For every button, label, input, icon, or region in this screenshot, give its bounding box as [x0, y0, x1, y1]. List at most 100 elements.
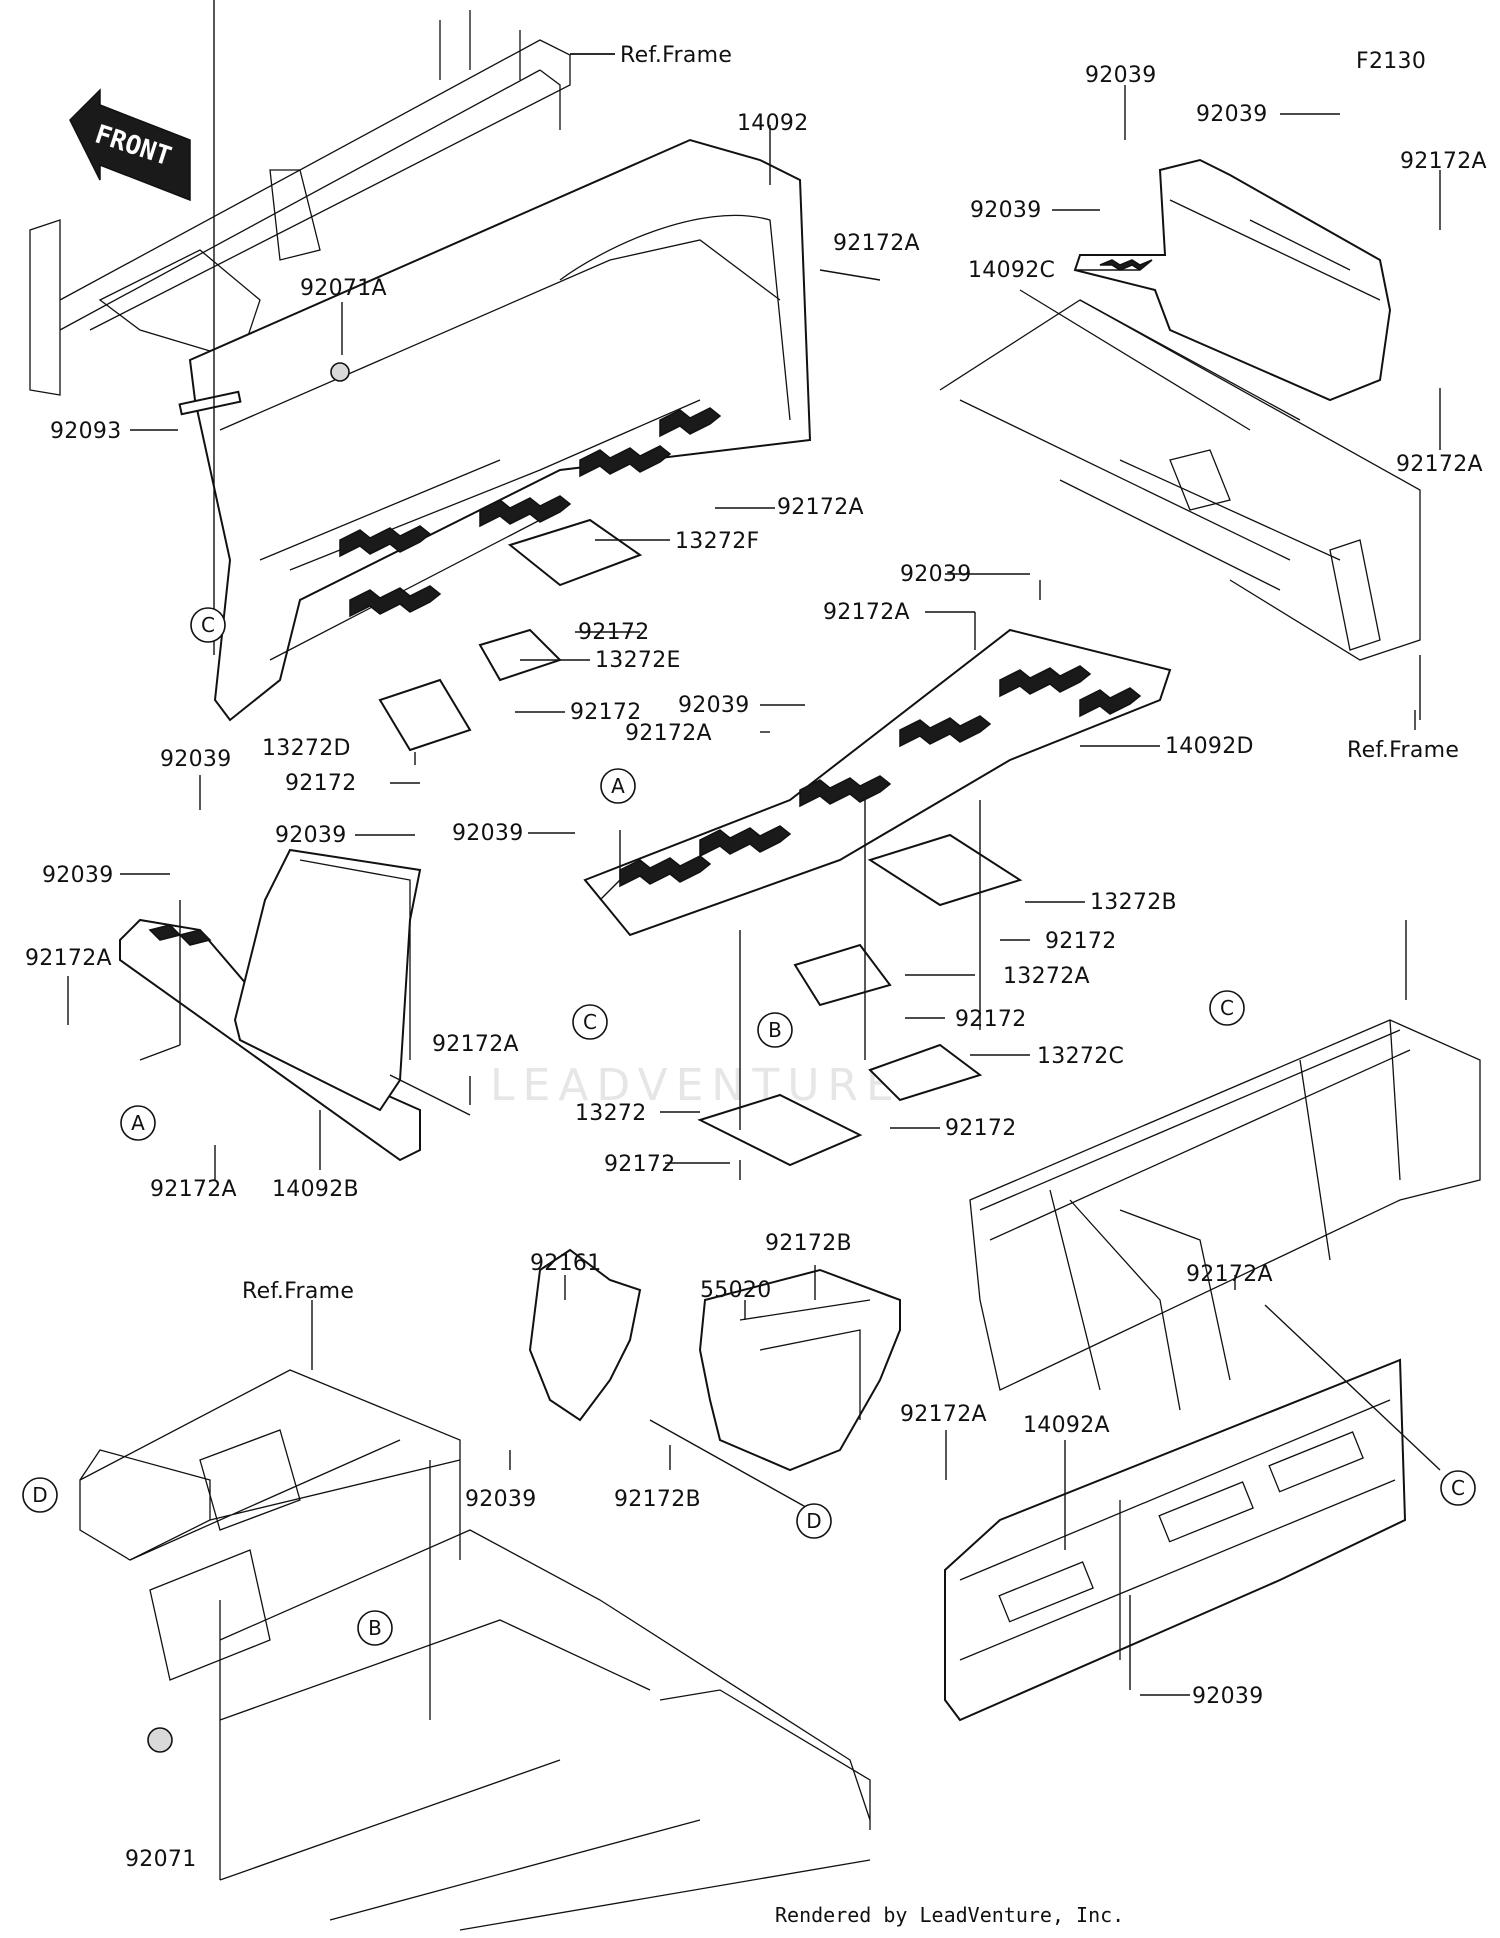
label-92172a-mid1: 92172A	[823, 600, 910, 625]
label-92039-left1: 92039	[160, 747, 232, 772]
label-92172b-2: 92172B	[614, 1487, 701, 1512]
svg-text:B: B	[768, 1018, 782, 1042]
label-92172a-top2: 92172A	[1396, 452, 1483, 477]
label-92172-5: 92172	[955, 1007, 1027, 1032]
label-92172-1: 92172	[578, 620, 650, 645]
label-14092a: 14092A	[1023, 1413, 1110, 1438]
part-92161	[528, 1248, 642, 1422]
svg-text:D: D	[32, 1483, 47, 1507]
svg-text:C: C	[1451, 1476, 1465, 1500]
label-14092c: 14092C	[968, 258, 1055, 283]
label-92172-2: 92172	[570, 700, 642, 725]
label-92172-4: 92172	[1045, 929, 1117, 954]
callout-c-1: C	[190, 607, 226, 643]
label-13272c: 13272C	[1037, 1044, 1124, 1069]
callout-b-2: B	[357, 1610, 393, 1646]
label-92039-left2: 92039	[275, 823, 347, 848]
label-92071: 92071	[125, 1847, 197, 1872]
front-panel-14092	[188, 138, 812, 722]
plate-13272f	[507, 518, 643, 587]
grommet-92071a-icon	[330, 362, 350, 382]
label-92039-mid1: 92039	[900, 562, 972, 587]
strip-92093	[178, 390, 242, 416]
svg-text:B: B	[368, 1616, 382, 1640]
label-92039-b1: 92039	[465, 1487, 537, 1512]
label-92172b-1: 92172B	[765, 1231, 852, 1256]
label-13272b: 13272B	[1090, 890, 1177, 915]
label-14092: 14092	[737, 111, 809, 136]
callout-a-2: A	[120, 1105, 156, 1141]
plate-13272d	[378, 678, 472, 752]
label-92172a-2: 92172A	[777, 495, 864, 520]
leaders-middle	[528, 573, 1160, 1180]
svg-text:C: C	[583, 1010, 597, 1034]
watermark: LEADVENTURE	[490, 1060, 902, 1111]
footer-credit: Rendered by LeadVenture, Inc.	[775, 1903, 1124, 1927]
label-92172-3: 92172	[285, 771, 357, 796]
svg-text:C: C	[201, 613, 215, 637]
label-92039-top2: 92039	[1196, 102, 1268, 127]
label-92172a-left2: 92172A	[432, 1032, 519, 1057]
svg-text:C: C	[1220, 996, 1234, 1020]
svg-text:A: A	[131, 1111, 145, 1135]
label-92039-r: 92039	[1192, 1684, 1264, 1709]
bottom-left-frame	[79, 1369, 871, 1931]
label-ref-frame-2: Ref.Frame	[1347, 738, 1459, 763]
label-92039-left3: 92039	[42, 863, 114, 888]
floor-mat-14092d-pattern	[619, 665, 1142, 888]
front-arrow-icon: FRONT	[69, 88, 191, 202]
svg-text:D: D	[806, 1509, 821, 1533]
floor-mat-14092d	[583, 628, 1172, 937]
plate-13272e	[478, 628, 562, 682]
leaders-top-right	[1052, 85, 1441, 720]
label-92071a: 92071A	[300, 276, 387, 301]
callout-a-1: A	[600, 768, 636, 804]
label-13272d: 13272D	[262, 736, 351, 761]
label-92172a-r2: 92172A	[900, 1402, 987, 1427]
label-14092d: 14092D	[1165, 734, 1254, 759]
label-92172a-top: 92172A	[1400, 149, 1487, 174]
label-92039-mid3: 92039	[452, 821, 524, 846]
label-13272e: 13272E	[595, 648, 681, 673]
svg-text:A: A	[611, 774, 625, 798]
callout-c-4: C	[1440, 1470, 1476, 1506]
label-92039-mid2: 92039	[678, 693, 750, 718]
top-left-frame	[29, 10, 571, 396]
label-13272: 13272	[575, 1101, 647, 1126]
label-92172a-mid2: 92172A	[625, 721, 712, 746]
label-92039-top3: 92039	[970, 198, 1042, 223]
plate-13272b	[867, 833, 1023, 907]
label-92172-6: 92172	[945, 1116, 1017, 1141]
label-92161: 92161	[530, 1251, 602, 1276]
leaders-left	[67, 775, 471, 1180]
label-92172a-r1: 92172A	[1186, 1262, 1273, 1287]
leaders-bottom-right	[945, 1275, 1441, 1696]
label-55020: 55020	[700, 1278, 772, 1303]
label-92172-7: 92172	[604, 1152, 676, 1177]
callout-c-2: C	[572, 1004, 608, 1040]
label-13272f: 13272F	[675, 529, 759, 554]
label-92172a-left1: 92172A	[25, 946, 112, 971]
label-92172a-1: 92172A	[833, 231, 920, 256]
cargo-rack-frame	[969, 1019, 1481, 1411]
callout-d-2: D	[796, 1503, 832, 1539]
label-92172a-left3: 92172A	[150, 1177, 237, 1202]
callout-b-1: B	[757, 1012, 793, 1048]
diagram-code: F2130	[1356, 49, 1426, 74]
panel-14092c	[1073, 158, 1392, 402]
label-13272a: 13272A	[1003, 964, 1090, 989]
top-right-frame	[939, 289, 1421, 661]
leaders-top-left	[130, 0, 881, 784]
plate-13272a	[793, 943, 892, 1007]
tailgate-14092a	[944, 1358, 1407, 1722]
label-ref-frame-3: Ref.Frame	[242, 1279, 354, 1304]
label-14092b: 14092B	[272, 1177, 359, 1202]
callout-d-1: D	[22, 1477, 58, 1513]
grommet-92071-icon	[147, 1727, 173, 1753]
panel-14092b	[119, 848, 422, 1162]
plate-13272c	[868, 1043, 983, 1102]
part-55020	[698, 1268, 901, 1472]
label-92093: 92093	[50, 419, 122, 444]
label-92039-top1: 92039	[1085, 63, 1157, 88]
